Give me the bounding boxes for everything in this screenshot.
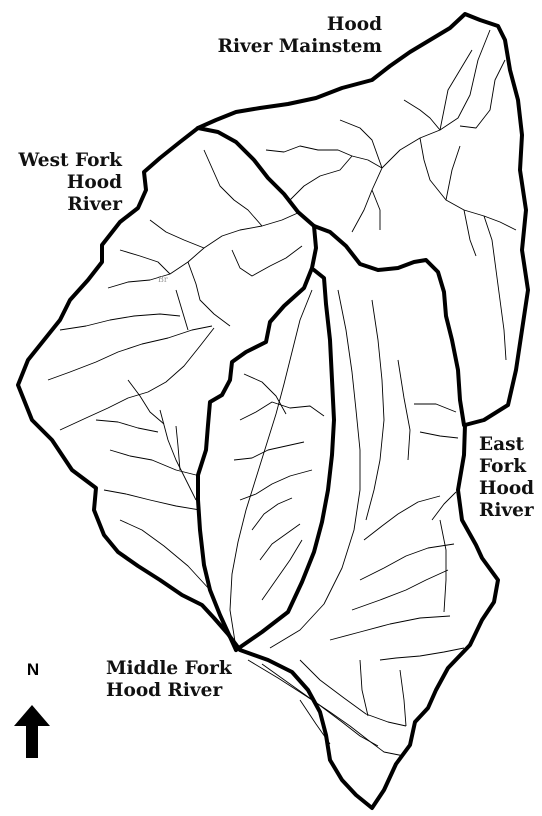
label-line: West Fork bbox=[18, 150, 122, 171]
boundary-middlefork-eastfork bbox=[234, 268, 336, 652]
label-line: East bbox=[479, 434, 525, 455]
label-east-fork-hood-river: East Fork Hood River bbox=[479, 434, 539, 522]
label-line: River bbox=[67, 194, 122, 215]
boundary-mainstem-eastfork bbox=[312, 224, 466, 427]
label-middle-fork-hood-river: Middle Fork Hood River bbox=[106, 658, 246, 702]
label-line: Middle Fork bbox=[106, 658, 232, 679]
label-line: Fork bbox=[479, 456, 527, 477]
north-arrow-label: N bbox=[26, 660, 40, 679]
label-line: Hood River bbox=[106, 680, 223, 701]
watershed-outer-boundary bbox=[16, 12, 530, 810]
label-line: River Mainstem bbox=[217, 36, 382, 57]
label-line: Hood bbox=[479, 478, 535, 499]
label-line: Hood bbox=[326, 14, 382, 35]
label-line: River bbox=[479, 500, 534, 521]
north-arrow-icon bbox=[14, 705, 50, 758]
boundary-westfork-middlefork bbox=[196, 224, 318, 652]
label-west-fork-hood-river: West Fork Hood River bbox=[12, 150, 122, 216]
boundary-mainstem-westfork bbox=[196, 126, 316, 228]
label-hood-river-mainstem: Hood River Mainstem bbox=[212, 14, 382, 58]
small-map-label: Br bbox=[158, 275, 168, 284]
label-line: Hood bbox=[66, 172, 122, 193]
